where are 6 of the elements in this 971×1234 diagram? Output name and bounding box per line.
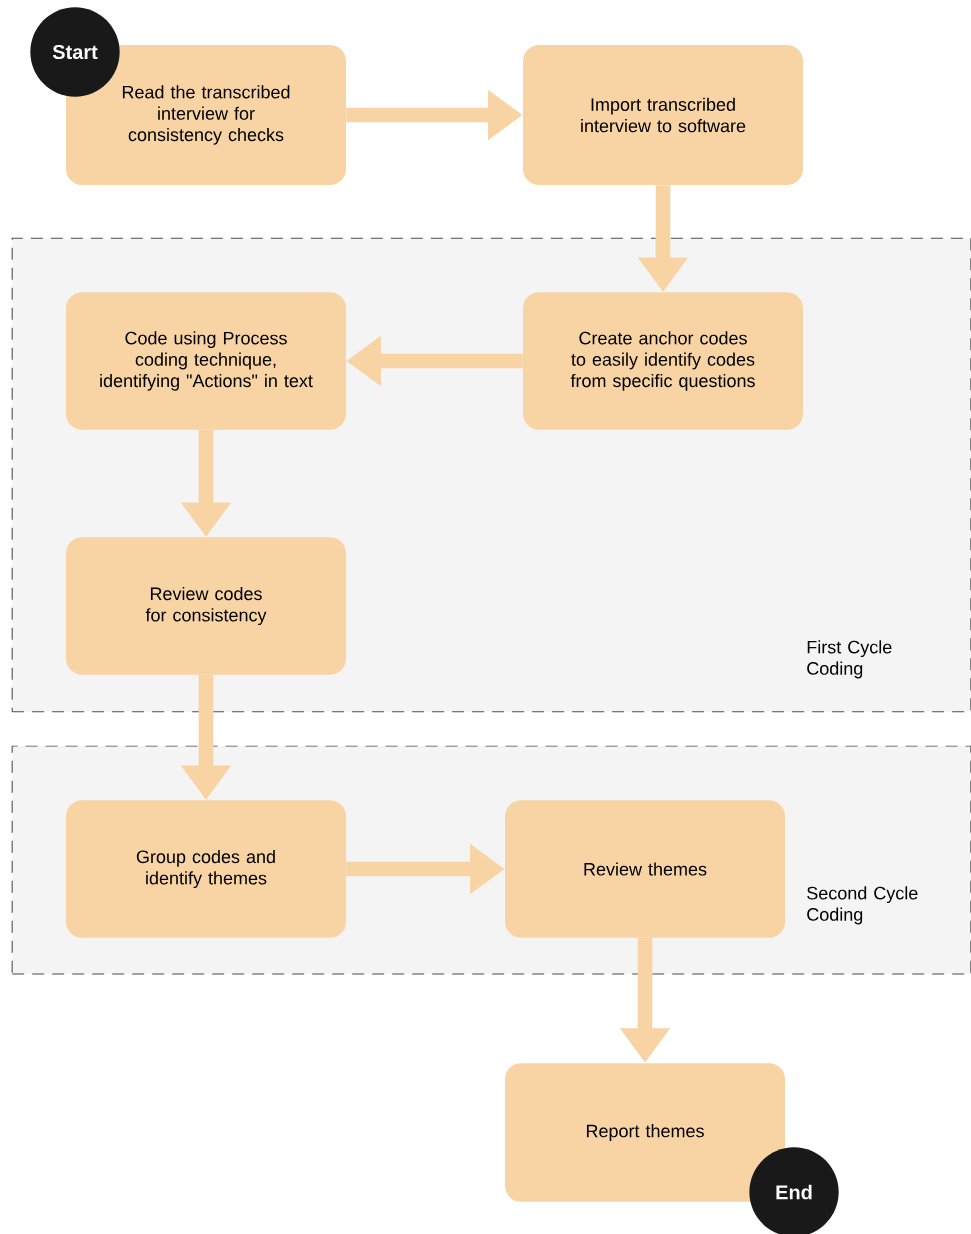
- process-box: Group codes and identify themes: [66, 800, 346, 938]
- process-box: Review codes for consistency: [66, 537, 346, 675]
- process-box: Code using Process coding technique, identifying "Actions" in text: [66, 292, 346, 430]
- process-box: Review themes: [505, 800, 785, 938]
- process-box: Create anchor codes to easily identify codes from specific questions: [523, 292, 803, 430]
- process-box: Import transcribed interview to software: [523, 45, 803, 185]
